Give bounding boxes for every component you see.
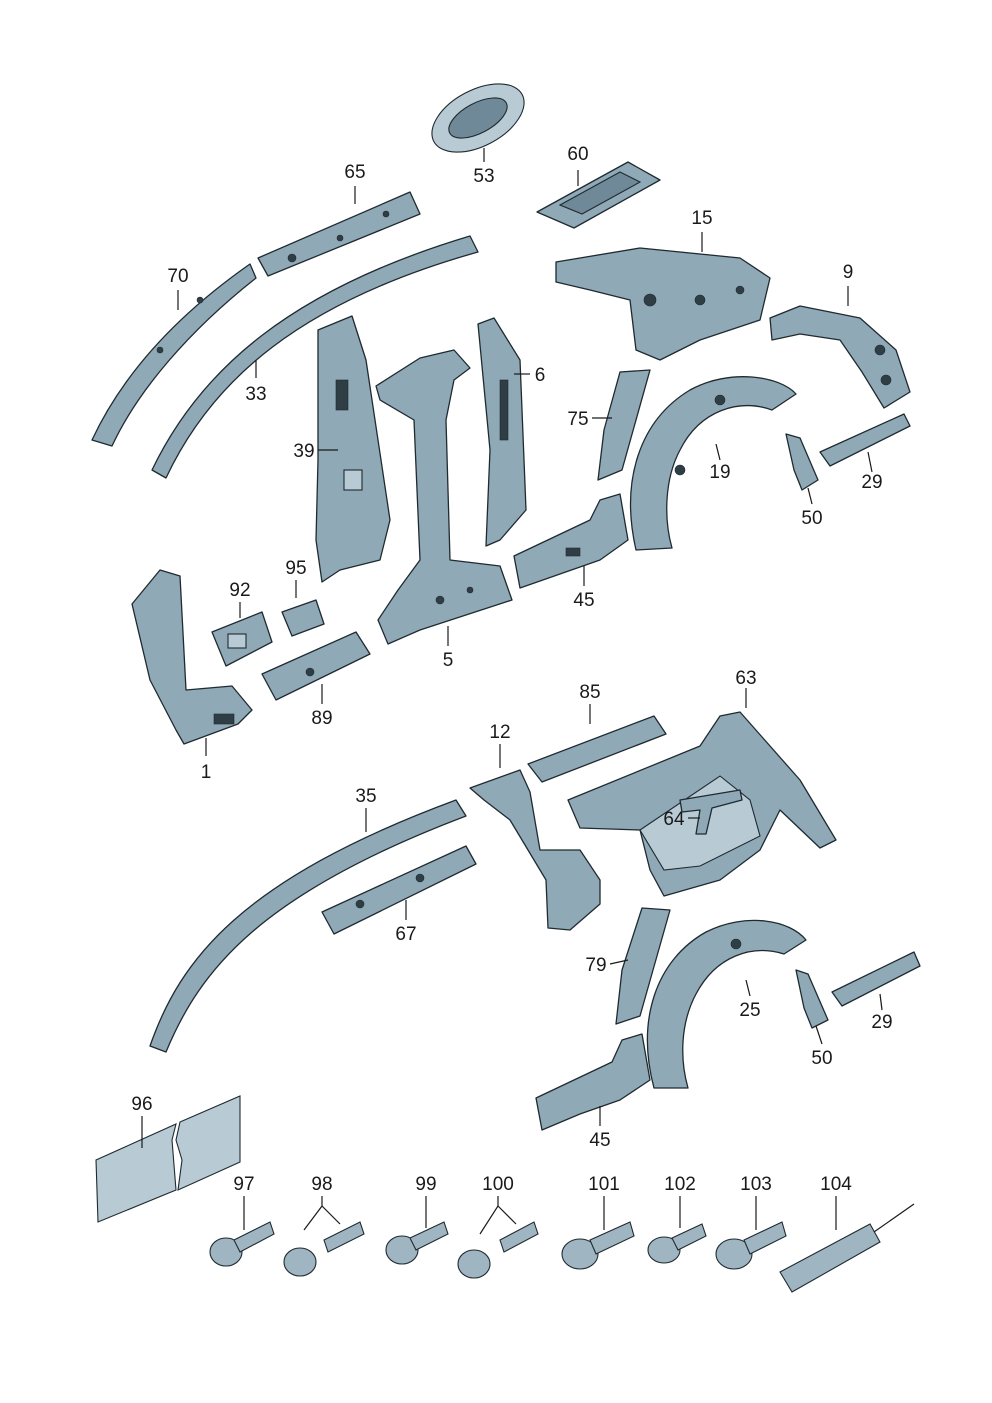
label-39: 39 bbox=[293, 441, 314, 462]
part-60-bracket bbox=[536, 161, 661, 229]
part-12-cpillar bbox=[469, 769, 601, 931]
part-50-bracket-bottom bbox=[795, 969, 829, 1029]
part-50-bracket-top bbox=[785, 433, 819, 491]
label-29-bottom: 29 bbox=[871, 1012, 892, 1033]
part-100-fastener bbox=[457, 1221, 539, 1279]
part-6-pillar-strip bbox=[477, 317, 527, 547]
label-96: 96 bbox=[131, 1094, 152, 1115]
label-65: 65 bbox=[344, 162, 365, 183]
part-15-quarter-inner bbox=[555, 247, 771, 361]
label-101: 101 bbox=[588, 1174, 620, 1195]
part-1-pillar-lower bbox=[131, 569, 253, 745]
part-103-fastener bbox=[715, 1221, 787, 1270]
label-85: 85 bbox=[579, 682, 600, 703]
label-50-top: 50 bbox=[801, 508, 822, 529]
part-19-wheelhouse bbox=[629, 376, 797, 551]
part-39-pillar-inner bbox=[315, 315, 391, 583]
label-1: 1 bbox=[201, 762, 212, 783]
label-53: 53 bbox=[473, 166, 494, 187]
part-45-sill-top bbox=[513, 493, 629, 589]
part-25-wheelhouse bbox=[646, 919, 807, 1089]
part-70-pillar bbox=[91, 263, 257, 447]
part-75-small-pillar bbox=[597, 369, 651, 481]
part-97-fastener bbox=[209, 1221, 275, 1267]
part-67-reinforcement bbox=[321, 845, 477, 935]
label-97: 97 bbox=[233, 1174, 254, 1195]
label-33: 33 bbox=[245, 384, 266, 405]
part-92-bracket bbox=[211, 611, 273, 667]
label-95: 95 bbox=[285, 558, 306, 579]
label-64: 64 bbox=[663, 809, 685, 830]
label-89: 89 bbox=[311, 708, 332, 729]
label-79: 79 bbox=[585, 955, 606, 976]
label-6: 6 bbox=[535, 365, 546, 386]
label-63: 63 bbox=[735, 668, 756, 689]
label-5: 5 bbox=[443, 650, 454, 671]
part-45-sill-bottom bbox=[535, 1033, 651, 1131]
label-35: 35 bbox=[355, 786, 376, 807]
label-19: 19 bbox=[709, 462, 730, 483]
label-103: 103 bbox=[740, 1174, 772, 1195]
label-50-bottom: 50 bbox=[811, 1048, 832, 1069]
label-9: 9 bbox=[843, 262, 854, 283]
part-101-fastener bbox=[561, 1221, 635, 1270]
part-9-arch-reinforcement bbox=[769, 305, 911, 409]
part-65-reinforcement bbox=[257, 191, 421, 277]
part-99-fastener bbox=[385, 1221, 449, 1265]
part-5-pillar-outer bbox=[375, 349, 513, 645]
part-64-tpiece bbox=[679, 789, 743, 835]
label-75: 75 bbox=[567, 409, 588, 430]
label-70: 70 bbox=[167, 266, 188, 287]
label-60: 60 bbox=[567, 144, 588, 165]
label-98: 98 bbox=[311, 1174, 332, 1195]
label-29-top: 29 bbox=[861, 472, 882, 493]
part-35-roof-rail bbox=[149, 799, 467, 1053]
part-labels: 53 60 65 15 70 9 6 33 75 39 19 29 50 92 … bbox=[131, 144, 892, 1195]
label-45-bottom: 45 bbox=[589, 1130, 610, 1151]
part-79-small-pillar bbox=[615, 907, 671, 1025]
label-100: 100 bbox=[482, 1174, 514, 1195]
label-92: 92 bbox=[229, 580, 250, 601]
part-102-fastener bbox=[647, 1223, 707, 1264]
part-29-strip-bottom bbox=[831, 951, 921, 1007]
label-25: 25 bbox=[739, 1000, 760, 1021]
part-53-ring bbox=[431, 83, 525, 153]
label-45-top: 45 bbox=[573, 590, 594, 611]
part-98-fastener bbox=[283, 1221, 365, 1277]
leader-lines bbox=[141, 148, 883, 1235]
label-99: 99 bbox=[415, 1174, 436, 1195]
label-67: 67 bbox=[395, 924, 416, 945]
part-29-strip-top bbox=[819, 413, 911, 467]
label-15: 15 bbox=[691, 208, 712, 229]
part-95-bracket bbox=[281, 599, 325, 637]
part-89-reinforcement bbox=[261, 631, 371, 701]
label-12: 12 bbox=[489, 722, 510, 743]
label-102: 102 bbox=[664, 1174, 696, 1195]
part-85-rail bbox=[527, 715, 667, 783]
part-33-roof-rail bbox=[151, 235, 479, 479]
part-104-tube bbox=[779, 1203, 915, 1293]
part-96-sheet bbox=[95, 1095, 241, 1223]
label-104: 104 bbox=[820, 1174, 852, 1195]
